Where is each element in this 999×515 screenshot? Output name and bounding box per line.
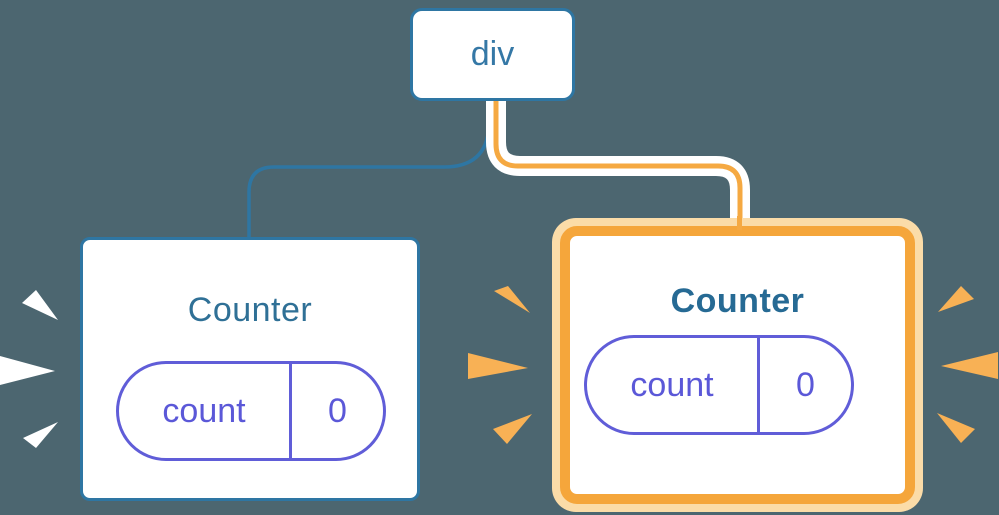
edge-right-orange xyxy=(493,90,743,218)
counter-card-left: Counter count 0 xyxy=(80,237,420,501)
tree-node-div: div xyxy=(410,8,575,101)
spark-icon xyxy=(937,413,975,443)
spark-burst-right-card-right xyxy=(937,286,998,443)
spark-icon xyxy=(22,290,58,320)
state-pill: count 0 xyxy=(584,335,854,435)
edge-right-casing xyxy=(486,90,750,218)
node-label: div xyxy=(470,35,515,73)
spark-icon xyxy=(938,286,974,312)
card-title: Counter xyxy=(670,282,805,320)
spark-icon xyxy=(23,422,58,448)
card-title: Counter xyxy=(187,291,313,329)
spark-icon xyxy=(494,286,530,313)
counter-card-right-highlighted: Counter count 0 xyxy=(552,218,923,512)
edge-right-orange-stub xyxy=(737,216,742,230)
state-key: count xyxy=(587,338,760,432)
spark-icon xyxy=(941,352,998,379)
edge-left-blue xyxy=(247,98,491,245)
spark-icon xyxy=(468,353,528,379)
state-value: 0 xyxy=(796,365,815,404)
spark-burst-right-card-left xyxy=(468,286,532,444)
state-key: count xyxy=(119,364,292,458)
state-pill: count 0 xyxy=(116,361,386,461)
spark-icon xyxy=(493,414,532,444)
spark-icon xyxy=(0,356,55,385)
state-value: 0 xyxy=(328,391,347,430)
spark-burst-left-card xyxy=(0,290,58,448)
